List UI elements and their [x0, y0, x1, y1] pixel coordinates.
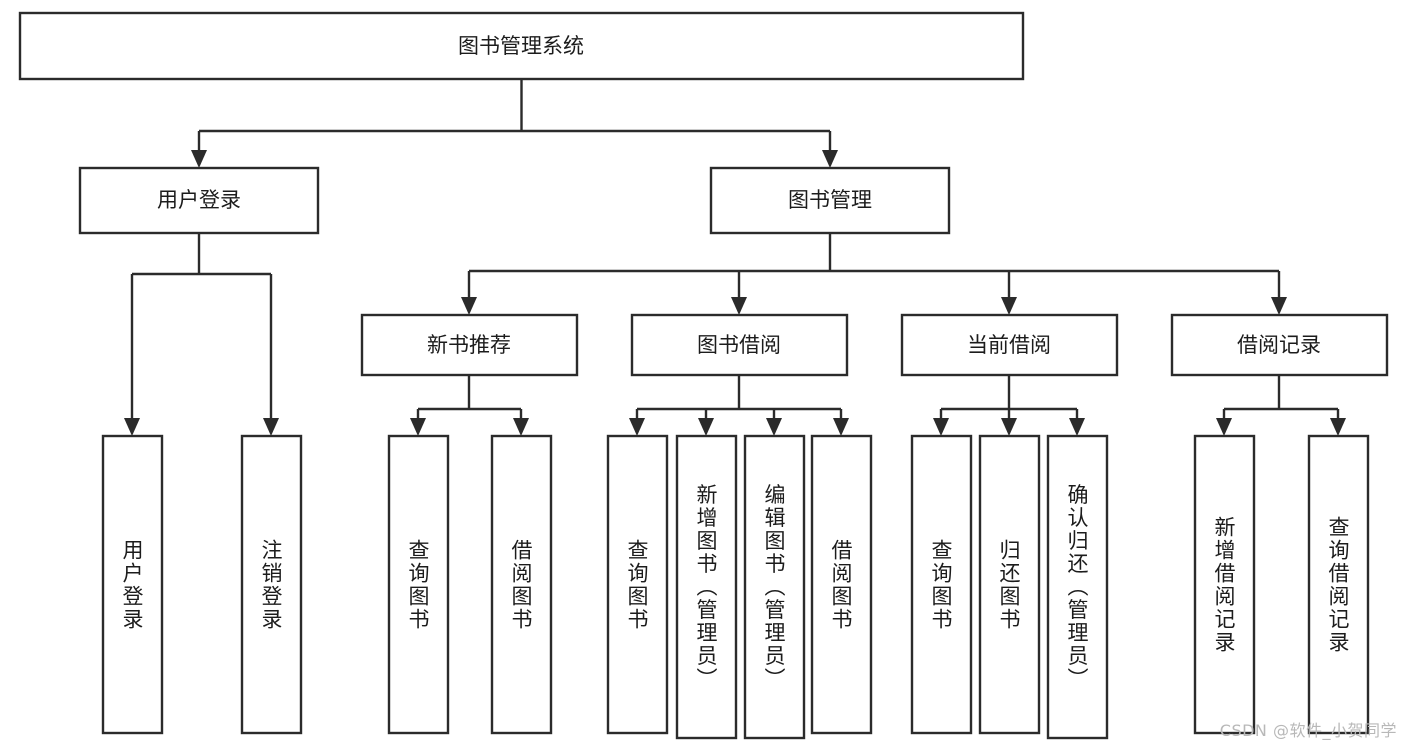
arrow-current-leaf-3	[1069, 418, 1085, 436]
node-new-book-recommend-box[interactable]	[360, 313, 579, 377]
leaf-current-borrow-0[interactable]: 查询图书	[910, 434, 973, 735]
node-current-borrow-label: 当前借阅	[967, 333, 1051, 357]
node-book-borrow[interactable]: 图书借阅	[630, 313, 849, 377]
leaf-user-login-0[interactable]: 用户登录	[101, 434, 164, 735]
leaf-borrow-record-0[interactable]: 新增借阅记录	[1193, 434, 1256, 735]
leaf-user-login-0-label: 用户登录	[120, 539, 144, 631]
leaf-book-borrow-1-box[interactable]	[675, 434, 738, 740]
arrow-borrow-leaf-1	[629, 418, 645, 436]
arrow-user-login-leaf-1	[124, 418, 140, 436]
leaf-book-borrow-0-box[interactable]	[606, 434, 669, 735]
leaf-new-book-recommend-0[interactable]: 查询图书	[387, 434, 450, 735]
leaf-book-borrow-3-box[interactable]	[810, 434, 873, 735]
arrow-user-login-leaf-2	[263, 418, 279, 436]
leaf-user-login-1-label: 注销登录	[259, 539, 283, 631]
leaf-current-borrow-2[interactable]: 确认归还（管理员）	[1046, 434, 1109, 740]
leaf-current-borrow-0-box[interactable]	[910, 434, 973, 735]
arrow-borrow-leaf-3	[766, 418, 782, 436]
leaf-current-borrow-1[interactable]: 归还图书	[978, 434, 1041, 735]
node-book-borrow-label: 图书借阅	[697, 333, 781, 357]
leaf-book-borrow-0-label: 查询图书	[625, 539, 649, 631]
node-new-book-recommend-label: 新书推荐	[427, 333, 511, 357]
arrow-book-mgmt-child-4	[1271, 297, 1287, 315]
node-root-box[interactable]	[18, 11, 1025, 81]
leaf-new-book-recommend-1[interactable]: 借阅图书	[490, 434, 553, 735]
node-current-borrow[interactable]: 当前借阅	[900, 313, 1119, 377]
leaf-user-login-1[interactable]: 注销登录	[240, 434, 303, 735]
leaf-book-borrow-3[interactable]: 借阅图书	[810, 434, 873, 735]
leaf-borrow-record-0-box[interactable]	[1193, 434, 1256, 735]
arrow-recommend-leaf-1	[410, 418, 426, 436]
leaf-user-login-1-box[interactable]	[240, 434, 303, 735]
arrow-root-to-user-login	[191, 150, 207, 168]
connector-layer	[124, 79, 1346, 436]
node-current-borrow-box[interactable]	[900, 313, 1119, 377]
arrow-book-mgmt-child-2	[731, 297, 747, 315]
leaf-new-book-recommend-0-box[interactable]	[387, 434, 450, 735]
node-user-login-label: 用户登录	[157, 188, 241, 212]
leaf-borrow-record-1-box[interactable]	[1307, 434, 1370, 735]
leaf-book-borrow-0[interactable]: 查询图书	[606, 434, 669, 735]
arrow-record-leaf-2	[1330, 418, 1346, 436]
node-book-management-label: 图书管理	[788, 188, 872, 212]
node-borrow-record-box[interactable]	[1170, 313, 1389, 377]
leaf-current-borrow-0-label: 查询图书	[929, 539, 953, 631]
leaf-current-borrow-2-box[interactable]	[1046, 434, 1109, 740]
arrow-borrow-leaf-2	[698, 418, 714, 436]
node-book-management-box[interactable]	[709, 166, 951, 235]
leaf-borrow-record-1[interactable]: 查询借阅记录	[1307, 434, 1370, 735]
leaf-current-borrow-1-label: 归还图书	[997, 539, 1021, 631]
node-book-management[interactable]: 图书管理	[709, 166, 951, 235]
arrow-recommend-leaf-2	[513, 418, 529, 436]
node-borrow-record[interactable]: 借阅记录	[1170, 313, 1389, 377]
arrow-borrow-leaf-4	[833, 418, 849, 436]
leaf-user-login-0-box[interactable]	[101, 434, 164, 735]
node-root-label: 图书管理系统	[458, 34, 584, 58]
arrow-current-leaf-1	[933, 418, 949, 436]
node-book-borrow-box[interactable]	[630, 313, 849, 377]
leaf-new-book-recommend-0-label: 查询图书	[406, 539, 430, 631]
node-user-login-box[interactable]	[78, 166, 320, 235]
node-borrow-record-label: 借阅记录	[1237, 333, 1321, 357]
leaf-current-borrow-2-label: 确认归还（管理员）	[1065, 484, 1089, 691]
leaf-borrow-record-1-label: 查询借阅记录	[1326, 516, 1350, 654]
arrow-root-to-book-mgmt	[822, 150, 838, 168]
leaf-new-book-recommend-1-box[interactable]	[490, 434, 553, 735]
node-user-login[interactable]: 用户登录	[78, 166, 320, 235]
leaf-new-book-recommend-1-label: 借阅图书	[509, 539, 533, 631]
leaf-current-borrow-1-box[interactable]	[978, 434, 1041, 735]
leaf-book-borrow-2[interactable]: 编辑图书（管理员）	[743, 434, 806, 740]
arrow-record-leaf-1	[1216, 418, 1232, 436]
arrow-book-mgmt-child-3	[1001, 297, 1017, 315]
leaf-borrow-record-0-label: 新增借阅记录	[1212, 516, 1236, 654]
leaf-book-borrow-3-label: 借阅图书	[829, 539, 853, 631]
node-new-book-recommend[interactable]: 新书推荐	[360, 313, 579, 377]
leaf-book-borrow-2-box[interactable]	[743, 434, 806, 740]
leaf-book-borrow-1[interactable]: 新增图书（管理员）	[675, 434, 738, 740]
arrow-book-mgmt-child-1	[461, 297, 477, 315]
leaf-book-borrow-2-label: 编辑图书（管理员）	[762, 484, 786, 691]
leaf-book-borrow-1-label: 新增图书（管理员）	[694, 484, 718, 691]
arrow-current-leaf-2	[1001, 418, 1017, 436]
node-root[interactable]: 图书管理系统	[18, 11, 1025, 81]
